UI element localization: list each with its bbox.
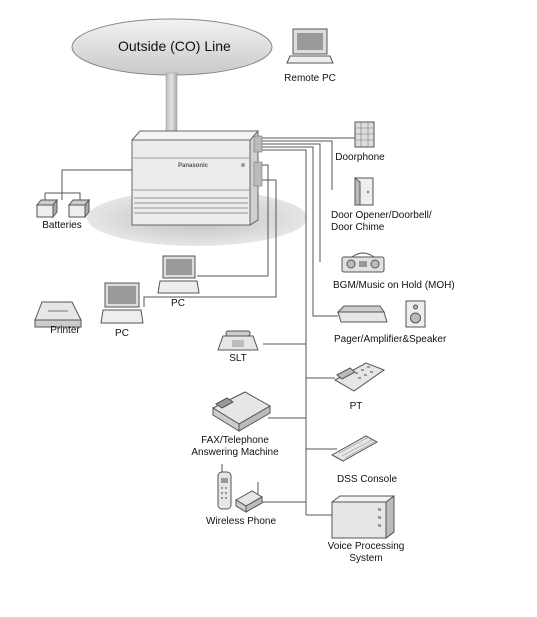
fax-machine-icon: [211, 391, 272, 432]
pc-lower-icon: [100, 282, 144, 324]
voice-processing-system-icon: [331, 495, 395, 539]
printer-icon: [34, 301, 82, 328]
batteries-icon: [35, 198, 91, 219]
pt-phone-icon: [333, 362, 386, 392]
door-opener-icon: [354, 176, 374, 206]
pt-label: PT: [349, 401, 363, 412]
door-opener-label: Door Opener/Doorbell/ Door Chime: [331, 210, 441, 234]
voice-processing-label-line2: System: [349, 553, 383, 564]
connection-wires: [44, 137, 355, 516]
remote-pc-label: Remote PC: [284, 73, 336, 84]
fax-label: FAX/Telephone Answering Machine: [180, 435, 290, 459]
pbx-main-unit: [131, 129, 263, 226]
pc-lower-label: PC: [115, 328, 129, 339]
fax-label-line1: FAX/Telephone: [201, 435, 269, 446]
voice-processing-label-line1: Voice Processing: [327, 541, 405, 552]
pager-label: Pager/Amplifier&Speaker: [334, 334, 447, 345]
bgm-label: BGM/Music on Hold (MOH): [333, 280, 455, 291]
printer-label: Printer: [50, 325, 80, 336]
pc-upper-icon: [157, 255, 200, 294]
batteries-label: Batteries: [42, 220, 82, 231]
speaker-icon: [405, 300, 426, 328]
wireless-phone-icon: [217, 464, 263, 513]
dss-console-label: DSS Console: [336, 474, 398, 485]
door-opener-label-line2: Door Chime: [331, 222, 385, 233]
doorphone-label: Doorphone: [335, 152, 385, 163]
outside-co-line-label: Outside (CO) Line: [118, 38, 231, 54]
pc-upper-label: PC: [171, 298, 185, 309]
door-opener-label-line1: Door Opener/Doorbell/: [331, 210, 432, 221]
wireless-phone-label: Wireless Phone: [205, 516, 277, 527]
bgm-radio-icon: [341, 252, 385, 273]
remote-pc-icon: [286, 28, 334, 64]
dss-console-icon: [330, 435, 379, 462]
voice-processing-label: Voice Processing System: [316, 541, 416, 565]
slt-label: SLT: [229, 353, 247, 364]
pbx-brand-label: Panasonic: [178, 163, 209, 169]
co-line-pole: [165, 72, 178, 136]
pager-amplifier-icon: [336, 305, 388, 323]
fax-label-line2: Answering Machine: [191, 447, 279, 458]
slt-phone-icon: [217, 330, 259, 351]
doorphone-icon: [354, 121, 375, 148]
